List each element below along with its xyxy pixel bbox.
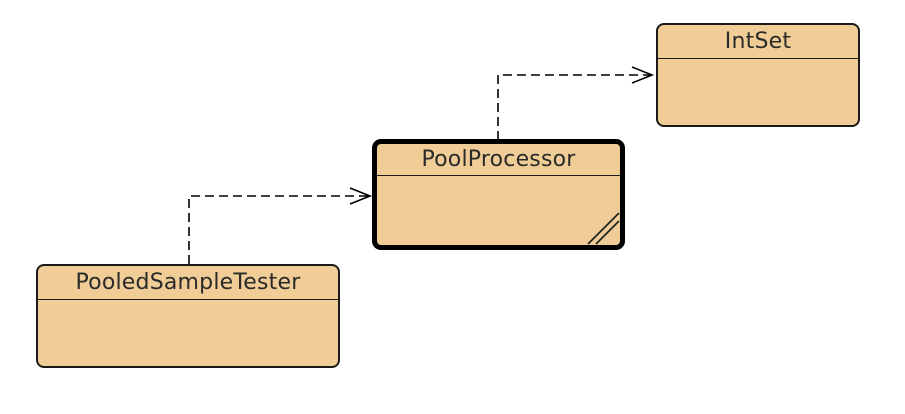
class-poolprocessor[interactable]: PoolProcessor: [372, 139, 625, 250]
resize-grip-icon[interactable]: [582, 207, 620, 245]
class-body: [38, 300, 338, 366]
class-body: [658, 59, 858, 125]
class-intset[interactable]: IntSet: [656, 23, 860, 127]
class-name: IntSet: [658, 25, 858, 59]
class-name: PoolProcessor: [377, 144, 620, 176]
dependency-arrow-pooledsampletester-to-poolprocessor[interactable]: [188, 195, 370, 264]
class-pooledsampletester[interactable]: PooledSampleTester: [36, 264, 340, 368]
open-arrowhead-icon: [349, 187, 373, 205]
dependency-arrow-poolprocessor-to-intset[interactable]: [497, 74, 652, 140]
open-arrowhead-icon: [631, 66, 655, 84]
class-name: PooledSampleTester: [38, 266, 338, 300]
